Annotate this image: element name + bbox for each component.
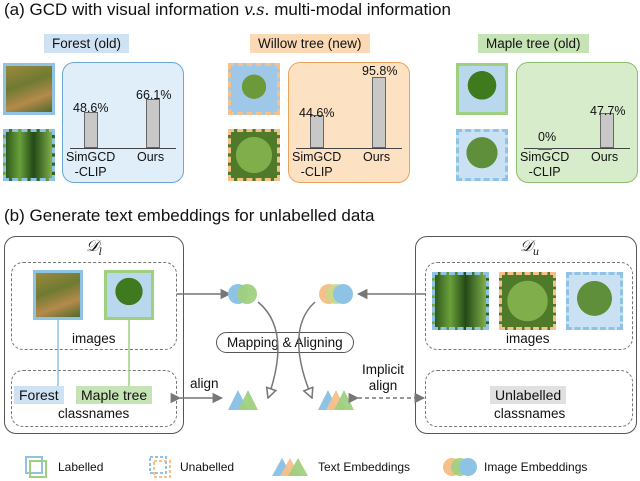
text-embeddings-left xyxy=(228,390,258,410)
image-embeddings-left xyxy=(228,284,257,304)
legend-text-embeddings: Text Embeddings xyxy=(318,460,410,474)
legend-image-embeddings: Image Embeddings xyxy=(484,460,587,474)
legend-image-embeddings-icon xyxy=(443,458,477,476)
legend-text-embeddings-icon xyxy=(272,458,308,476)
curve-arrow-right-down xyxy=(299,302,315,398)
legend-unlabelled: Unabelled xyxy=(180,460,234,474)
text-embeddings-right xyxy=(318,390,354,410)
legend-labelled-icon xyxy=(26,457,46,477)
legend-unlabelled-icon xyxy=(150,457,170,477)
image-embeddings-right xyxy=(319,284,353,304)
legend-labelled: Labelled xyxy=(58,460,103,474)
curve-arrow-left-down xyxy=(258,302,278,398)
